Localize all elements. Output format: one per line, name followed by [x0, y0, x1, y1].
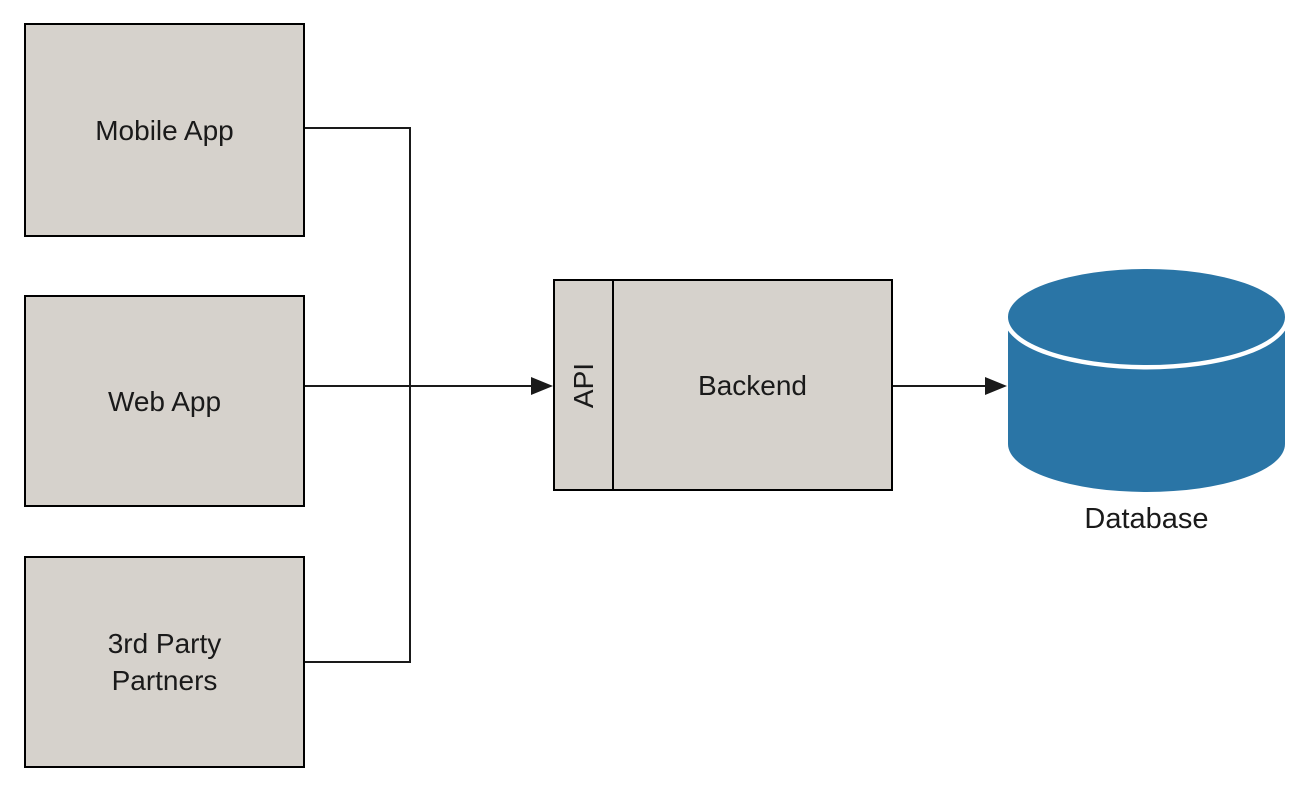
cylinder-body	[1008, 317, 1285, 492]
node-backend: API Backend	[553, 279, 893, 491]
backend-area: Backend	[614, 281, 891, 489]
database-label: Database	[1084, 503, 1209, 535]
database-cylinder-icon	[1003, 269, 1290, 492]
mobile-app-label: Mobile App	[95, 114, 234, 146]
node-web-app: Web App	[24, 295, 305, 507]
cylinder-separator	[1003, 316, 1290, 370]
node-mobile-app: Mobile App	[24, 23, 305, 237]
api-compartment: API	[555, 281, 614, 489]
backend-label: Backend	[698, 369, 807, 401]
api-label: API	[567, 362, 599, 408]
arrowhead-into-database	[985, 377, 1007, 395]
node-third-party-partners: 3rd Party Partners	[24, 556, 305, 768]
cylinder-top	[1008, 269, 1285, 365]
edge-merge-trunk	[305, 127, 411, 663]
web-app-label: Web App	[107, 385, 222, 417]
third-party-partners-label: 3rd Party Partners	[107, 628, 222, 696]
arrowhead-into-api	[531, 377, 553, 395]
